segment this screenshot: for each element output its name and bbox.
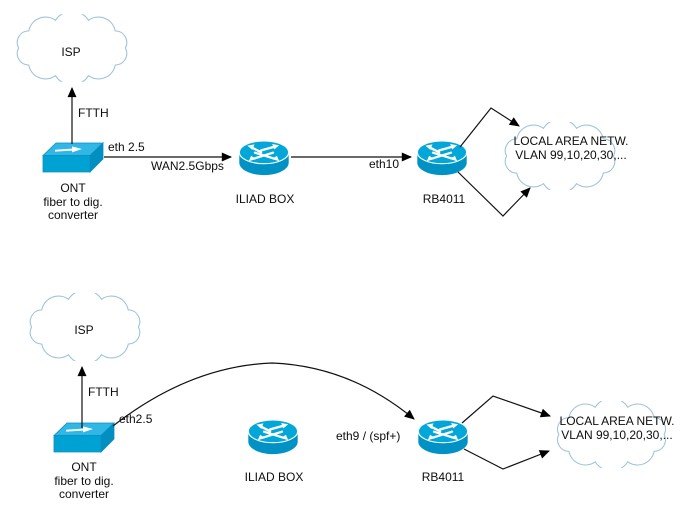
iliad-box-label: ILIAD BOX (244, 470, 304, 484)
rb4011-to-lan-lower-link-line (457, 171, 531, 217)
ont-label-line2: fiber to dig. (54, 473, 114, 488)
wan-link-label-bottom: WAN2.5Gbps (151, 159, 224, 173)
rb4011-label: RB4011 (421, 470, 465, 484)
rb-link-label: eth10 (369, 157, 400, 171)
isp-cloud-label: ISP (61, 45, 81, 59)
rb4011-label: RB4011 (422, 192, 466, 206)
ont-converter-icon (42, 142, 104, 173)
rb4011-to-lan-upper-link-line (459, 107, 520, 148)
ftth-link-label: FTTH (88, 385, 119, 399)
ont-label-line3: converter (58, 487, 110, 501)
ftth-link-label: FTTH (78, 106, 109, 120)
ont-label-line2: fiber to dig. (43, 194, 103, 209)
wan-link-label-top: eth 2.5 (108, 140, 145, 154)
ont-converter-icon (53, 422, 115, 453)
ont-label-line3: converter (47, 208, 99, 222)
ont-label-line1: ONT (60, 181, 86, 195)
ont-bypass-to-rb4011-link-line (112, 362, 415, 427)
ont-device-label: ONT fiber to dig. converter (43, 181, 103, 223)
rb4011-router-icon (417, 418, 469, 456)
rb4011-router-icon (416, 139, 468, 177)
lan-cloud-label-line2: VLAN 99,10,20,30,... (561, 428, 673, 442)
rb4011-to-lan-upper-link-line (461, 395, 551, 424)
ont-label-line1: ONT (71, 460, 97, 474)
rb-link-label: eth9 / (spf+) (336, 429, 401, 443)
iliad-box-router-icon (238, 139, 290, 177)
lan-cloud-label: LOCAL AREA NETW. VLAN 99,10,20,30,... (514, 134, 629, 162)
bypass-link-label: eth2.5 (119, 412, 153, 426)
ont-device-label: ONT fiber to dig. converter (54, 460, 114, 502)
lan-cloud-label-line1: LOCAL AREA NETW. (559, 414, 675, 428)
lan-cloud-label-line2: VLAN 99,10,20,30,... (515, 148, 627, 162)
isp-cloud-label: ISP (74, 323, 94, 337)
lan-cloud-label-line1: LOCAL AREA NETW. (513, 134, 629, 148)
iliad-box-label: ILIAD BOX (235, 192, 295, 206)
rb4011-to-lan-lower-link-line (463, 448, 550, 470)
iliad-box-router-icon (247, 418, 299, 456)
lan-cloud-label: LOCAL AREA NETW. VLAN 99,10,20,30,... (560, 414, 675, 442)
